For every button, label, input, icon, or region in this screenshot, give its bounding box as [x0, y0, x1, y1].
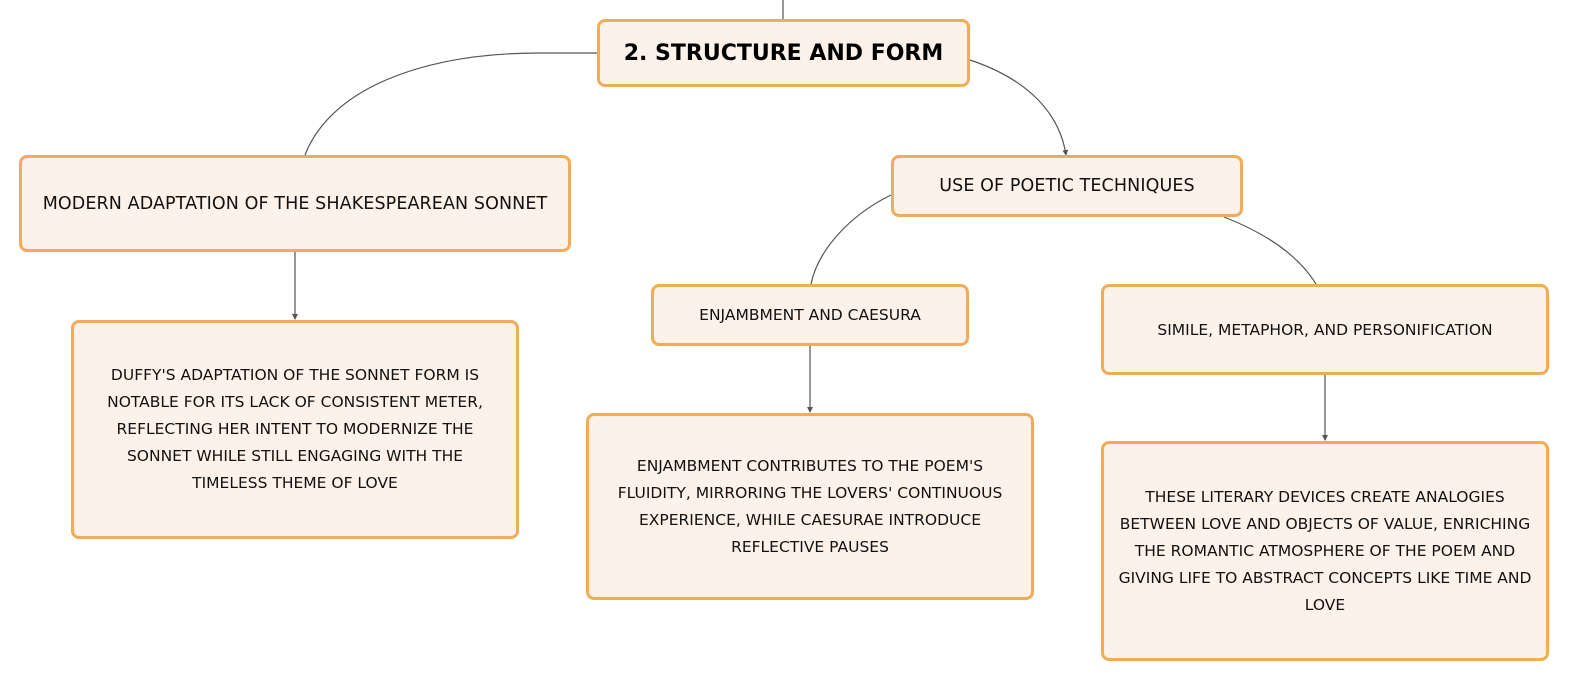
node-duffy-detail-text: DUFFY'S ADAPTATION OF THE SONNET FORM IS… [107, 366, 483, 492]
node-poetic-techniques-label: USE OF POETIC TECHNIQUES [939, 176, 1195, 196]
connector-root-to-modern [304, 52, 597, 156]
root-node-structure-and-form[interactable]: 2. STRUCTURE AND FORM [597, 19, 970, 87]
node-duffy-adaptation-detail[interactable]: DUFFY'S ADAPTATION OF THE SONNET FORM IS… [71, 320, 519, 539]
node-poetic-techniques[interactable]: USE OF POETIC TECHNIQUES [891, 155, 1243, 217]
node-simile-metaphor-personification[interactable]: SIMILE, METAPHOR, AND PERSONIFICATION [1101, 284, 1549, 375]
node-enjambment-and-caesura[interactable]: ENJAMBMENT AND CAESURA [651, 284, 969, 346]
node-enjambment-detail[interactable]: ENJAMBMENT CONTRIBUTES TO THE POEM'S FLU… [586, 413, 1034, 600]
connector-poetic-to-enjambment [810, 194, 892, 285]
connector-root-to-poetic [969, 59, 1069, 156]
node-enjambment-detail-text: ENJAMBMENT CONTRIBUTES TO THE POEM'S FLU… [617, 456, 1003, 556]
root-node-label: 2. STRUCTURE AND FORM [623, 40, 944, 66]
node-modern-adaptation-label: MODERN ADAPTATION OF THE SHAKESPEAREAN S… [42, 193, 548, 214]
node-literary-devices-detail[interactable]: THESE LITERARY DEVICES CREATE ANALOGIES … [1101, 441, 1549, 661]
node-literary-devices-detail-text: THESE LITERARY DEVICES CREATE ANALOGIES … [1118, 487, 1532, 614]
node-enjambment-label: ENJAMBMENT AND CAESURA [699, 306, 921, 324]
connector-poetic-to-simile [1223, 216, 1317, 285]
node-modern-adaptation[interactable]: MODERN ADAPTATION OF THE SHAKESPEAREAN S… [19, 155, 571, 252]
node-simile-label: SIMILE, METAPHOR, AND PERSONIFICATION [1157, 320, 1493, 339]
